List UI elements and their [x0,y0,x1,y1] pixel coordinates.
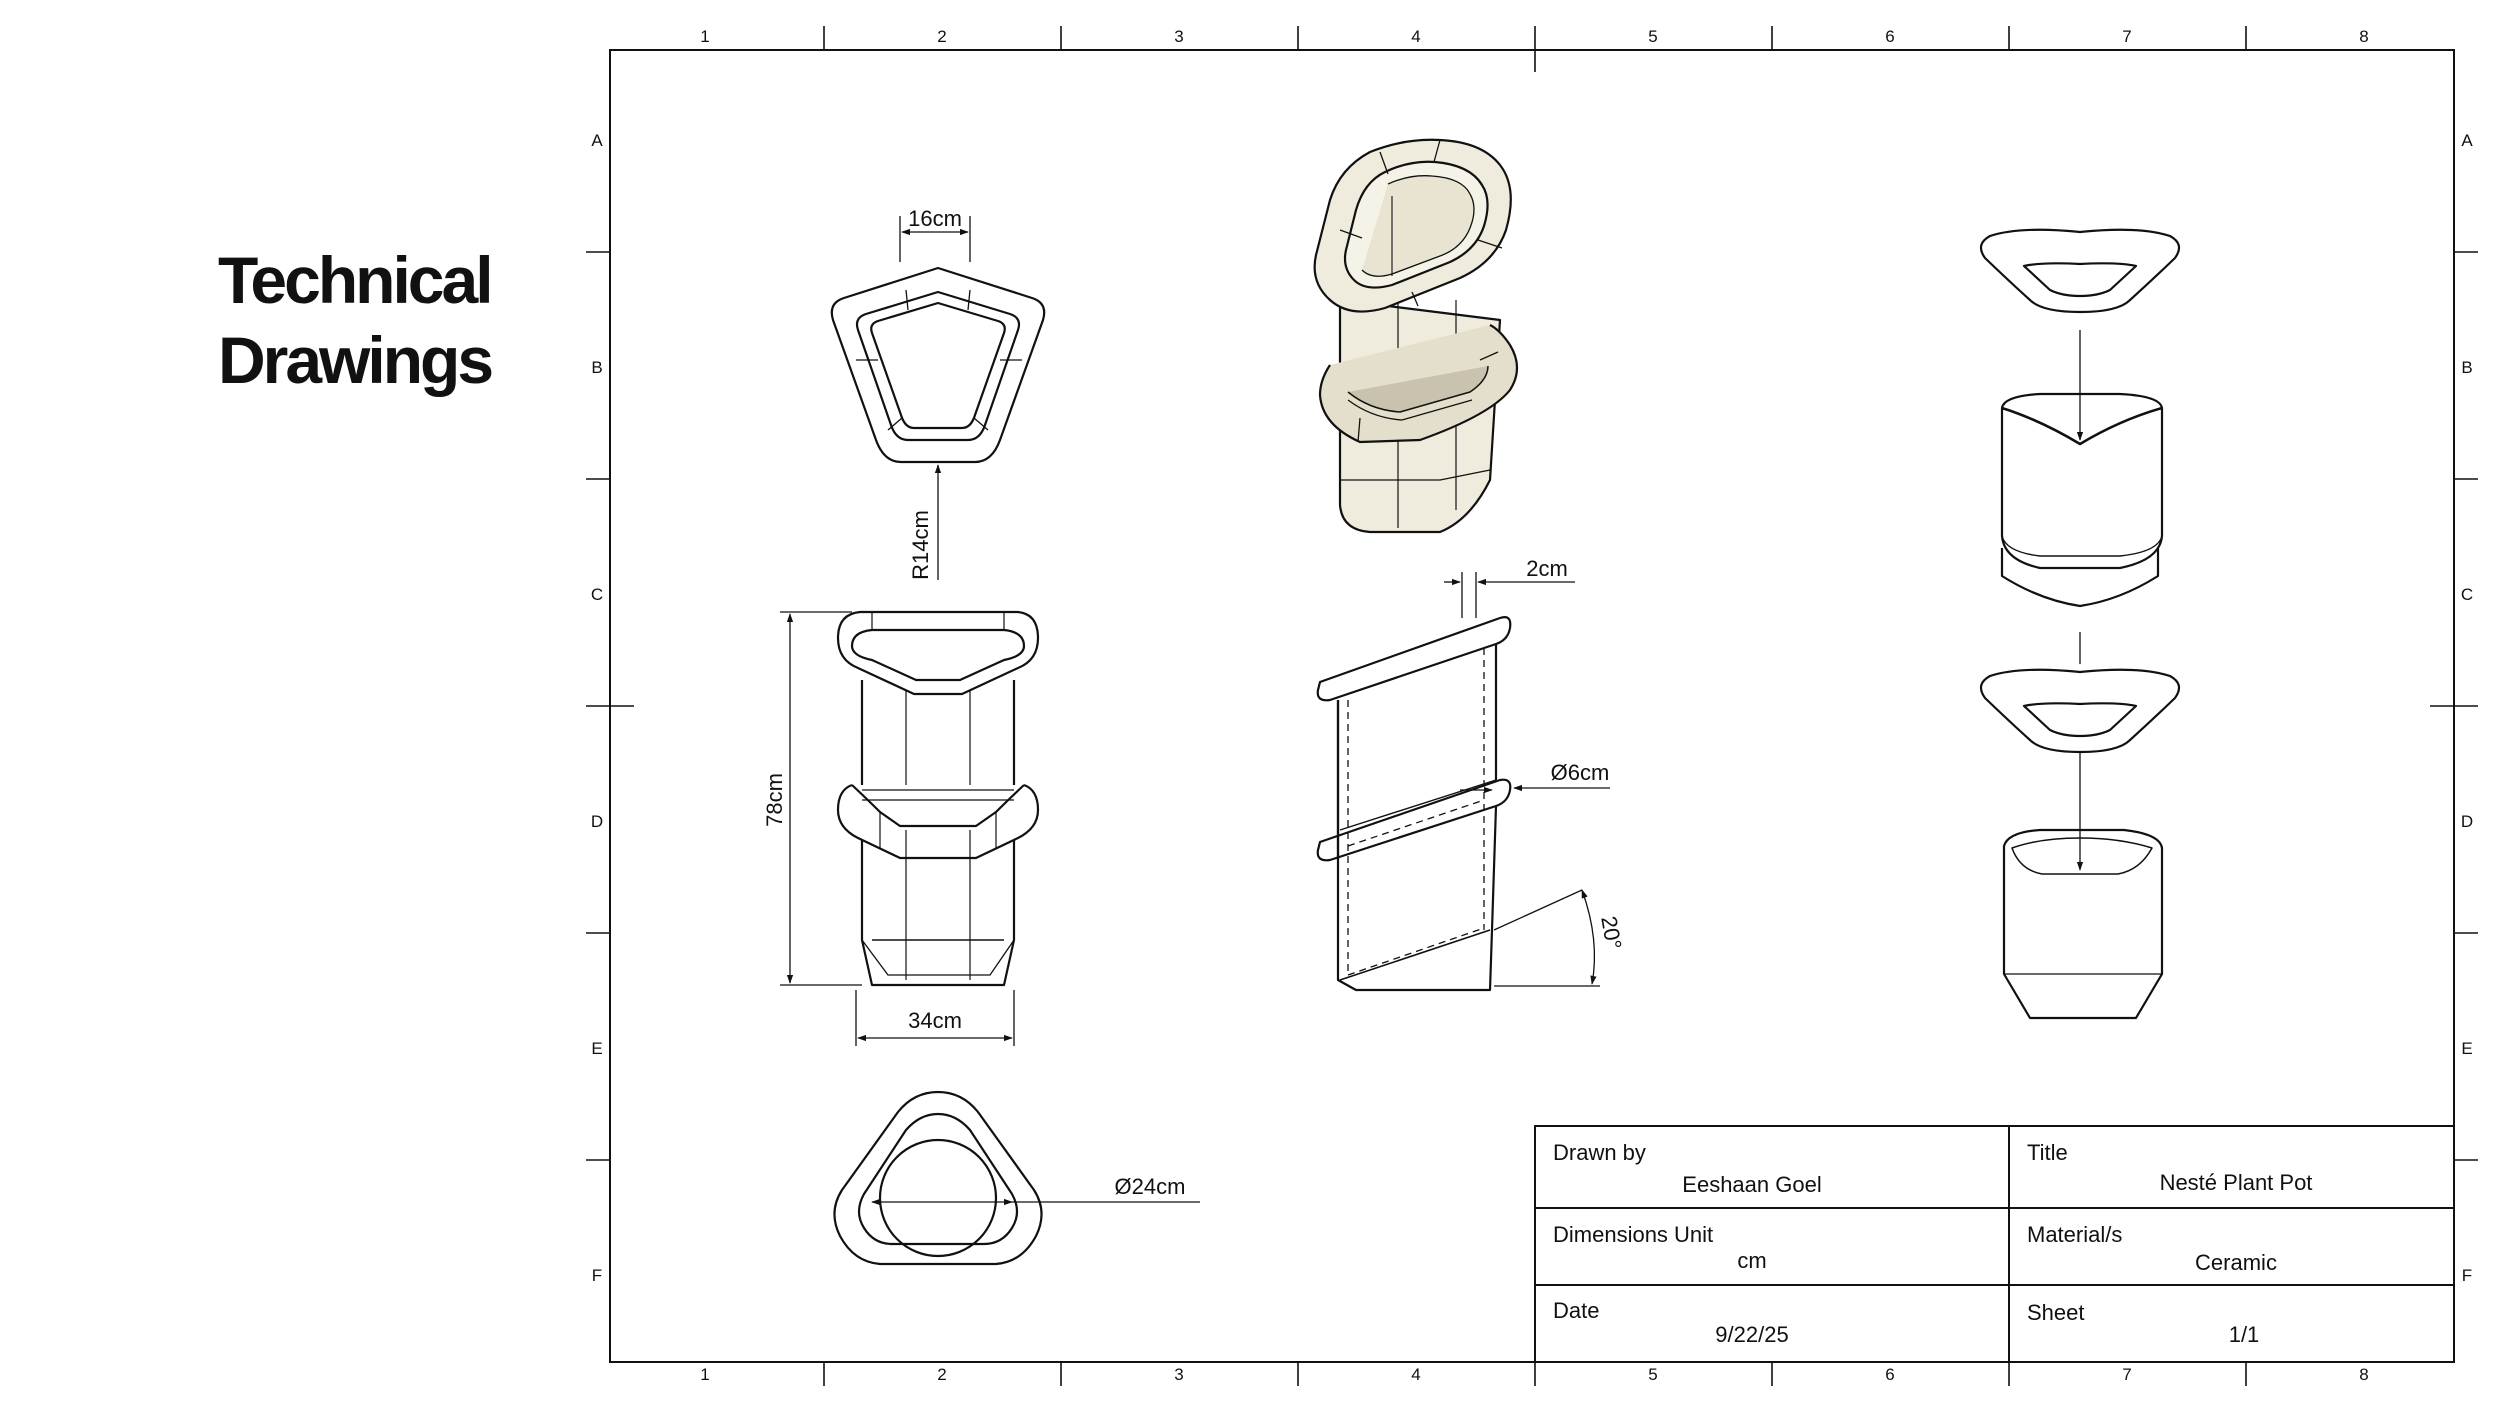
col-label: 1 [700,1365,709,1384]
col-label: 8 [2359,1365,2368,1384]
row-label: F [592,1266,602,1285]
dimension-base-width [855,990,1015,1046]
label-height: 78cm [762,773,787,827]
label-base-diameter: Ø24cm [1115,1174,1186,1199]
dimension-angle [1493,889,1600,987]
col-label: 7 [2122,27,2131,46]
col-label: 6 [1885,27,1894,46]
column-labels-bottom: 1 2 3 4 5 6 7 8 [700,1365,2368,1384]
col-label: 5 [1648,1365,1657,1384]
label-ring-diameter: Ø6cm [1551,760,1610,785]
col-label: 6 [1885,1365,1894,1384]
row-labels-left: A B C D E F [591,131,603,1285]
section-view [1316,616,1512,992]
drawn-by-label: Drawn by [1553,1140,1646,1165]
col-label: 3 [1174,27,1183,46]
label-base-width: 34cm [908,1008,962,1033]
row-label: C [2461,585,2473,604]
sheet-label: Sheet [2027,1300,2085,1325]
frame-ticks [586,26,2478,1386]
drawn-by-value: Eeshaan Goel [1682,1172,1821,1197]
dimension-height [780,611,862,986]
title-block [1534,1125,2455,1363]
row-label: B [2461,358,2472,377]
row-label: C [591,585,603,604]
row-label: E [2461,1039,2472,1058]
row-label: B [591,358,602,377]
date-label: Date [1553,1298,1599,1323]
row-label: A [2461,131,2473,150]
dimension-top-width [899,216,971,262]
row-label: F [2462,1266,2472,1285]
label-angle: 20° [1596,914,1626,951]
title-value: Nesté Plant Pot [2160,1170,2313,1195]
label-top-width: 16cm [908,206,962,231]
title-label: Title [2027,1140,2068,1165]
page-title: Technical Drawings [218,240,618,400]
row-label: A [591,131,603,150]
row-label: E [591,1039,602,1058]
units-value: cm [1737,1248,1766,1273]
dimension-ring-diameter [1460,784,1610,794]
col-label: 1 [700,27,709,46]
col-label: 2 [937,1365,946,1384]
col-label: 2 [937,27,946,46]
col-label: 3 [1174,1365,1183,1384]
label-radius: R14cm [908,510,933,580]
col-label: 7 [2122,1365,2131,1384]
label-ring-gap: 2cm [1526,556,1568,581]
col-label: 4 [1411,27,1420,46]
col-label: 4 [1411,1365,1420,1384]
row-label: D [2461,812,2473,831]
title-block-text: Drawn by Eeshaan Goel Title Nesté Plant … [1553,1140,2312,1347]
exploded-view [1979,228,2181,1020]
isometric-view [1313,138,1519,534]
page-title-line-2: Drawings [218,323,494,397]
row-label: D [591,812,603,831]
row-labels-right: A B C D E F [2461,131,2473,1285]
top-view [830,266,1046,464]
bottom-view [833,1090,1043,1266]
material-value: Ceramic [2195,1250,2277,1275]
units-label: Dimensions Unit [1553,1222,1713,1247]
column-labels-top: 1 2 3 4 5 6 7 8 [700,27,2368,46]
col-label: 5 [1648,27,1657,46]
dimension-ring-gap [1444,572,1575,618]
drawing-frame [609,49,2455,1363]
date-value: 9/22/25 [1715,1322,1788,1347]
sheet-value: 1/1 [2229,1322,2260,1347]
front-view [836,610,1040,987]
material-label: Material/s [2027,1222,2122,1247]
col-label: 8 [2359,27,2368,46]
page-title-line-1: Technical [218,243,494,317]
